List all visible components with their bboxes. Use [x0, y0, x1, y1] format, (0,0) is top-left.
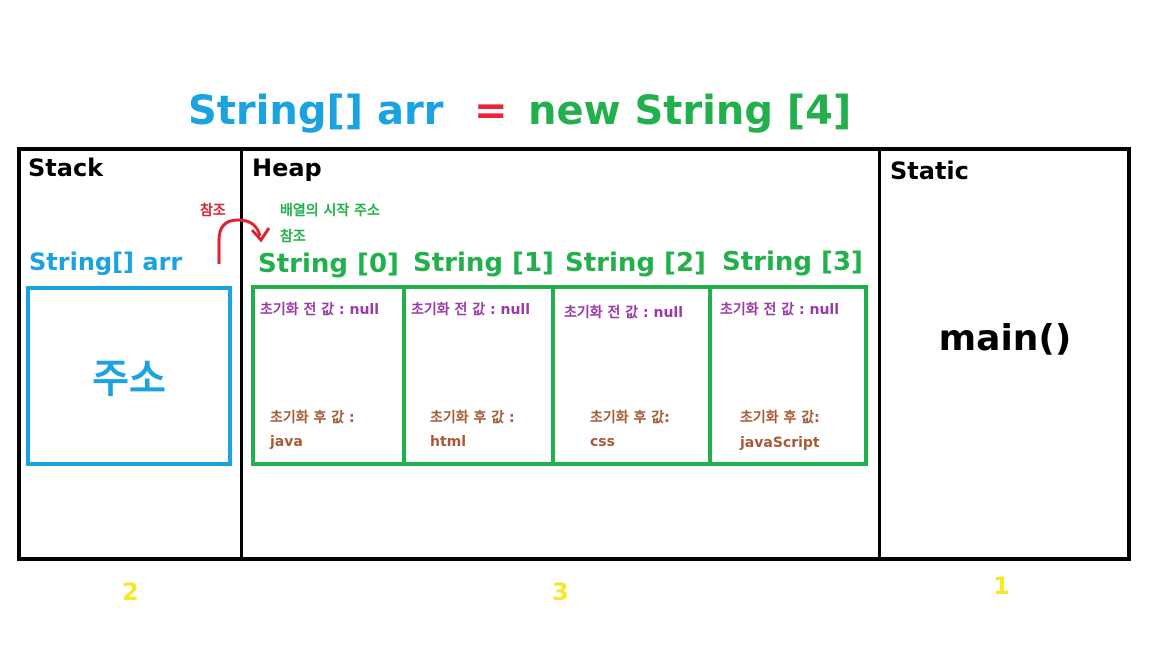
heap-cell-divider-3 [708, 287, 712, 464]
cell-2-after-label: 초기화 후 값: [590, 410, 670, 426]
stack-address-box: 주소 [26, 286, 232, 466]
heap-index-label-0: String [0] [258, 249, 399, 279]
cell-1-before-value: 초기화 전 값 : null [411, 302, 531, 318]
reference-arrow-icon [217, 218, 271, 264]
title-array-declaration: String[] arr [188, 88, 444, 134]
heap-reference-label: 참조 [280, 229, 306, 245]
stack-variable-label: String[] arr [29, 248, 183, 276]
heap-static-divider [878, 149, 881, 559]
cell-1-after-value: html [430, 434, 467, 450]
heap-start-address-label: 배열의 시작 주소 [280, 203, 380, 219]
cell-0-after-value: java [270, 434, 303, 450]
cell-2-before-value: 초기화 전 값 : null [564, 305, 684, 321]
heap-array-cells [251, 285, 868, 466]
heap-cell-divider-1 [402, 287, 406, 464]
stack-reference-label: 참조 [200, 203, 226, 219]
cell-0-before-value: 초기화 전 값 : null [260, 302, 380, 318]
cell-0-after-label: 초기화 후 값 : [270, 410, 355, 426]
static-order-number: 1 [993, 572, 1010, 600]
memory-frame [17, 147, 1131, 561]
cell-3-after-value: javaScript [740, 435, 820, 451]
cell-3-after-label: 초기화 후 값: [740, 410, 820, 426]
cell-2-after-value: css [590, 434, 615, 450]
title-equals-sign: = [474, 88, 508, 134]
cell-1-after-label: 초기화 후 값 : [430, 410, 515, 426]
heap-index-label-1: String [1] [413, 248, 554, 278]
heap-index-label-3: String [3] [722, 247, 863, 277]
stack-order-number: 2 [122, 578, 139, 606]
static-main-method: main() [938, 318, 1072, 359]
static-label: Static [890, 157, 969, 185]
stack-heap-divider [240, 149, 243, 559]
heap-cell-divider-2 [551, 287, 555, 464]
heap-label: Heap [252, 154, 322, 182]
heap-index-label-2: String [2] [565, 248, 706, 278]
cell-3-before-value: 초기화 전 값 : null [720, 302, 840, 318]
heap-order-number: 3 [552, 578, 569, 606]
stack-label: Stack [28, 154, 104, 182]
stack-address-text: 주소 [92, 356, 166, 402]
title-array-creation: new String [4] [528, 88, 852, 134]
